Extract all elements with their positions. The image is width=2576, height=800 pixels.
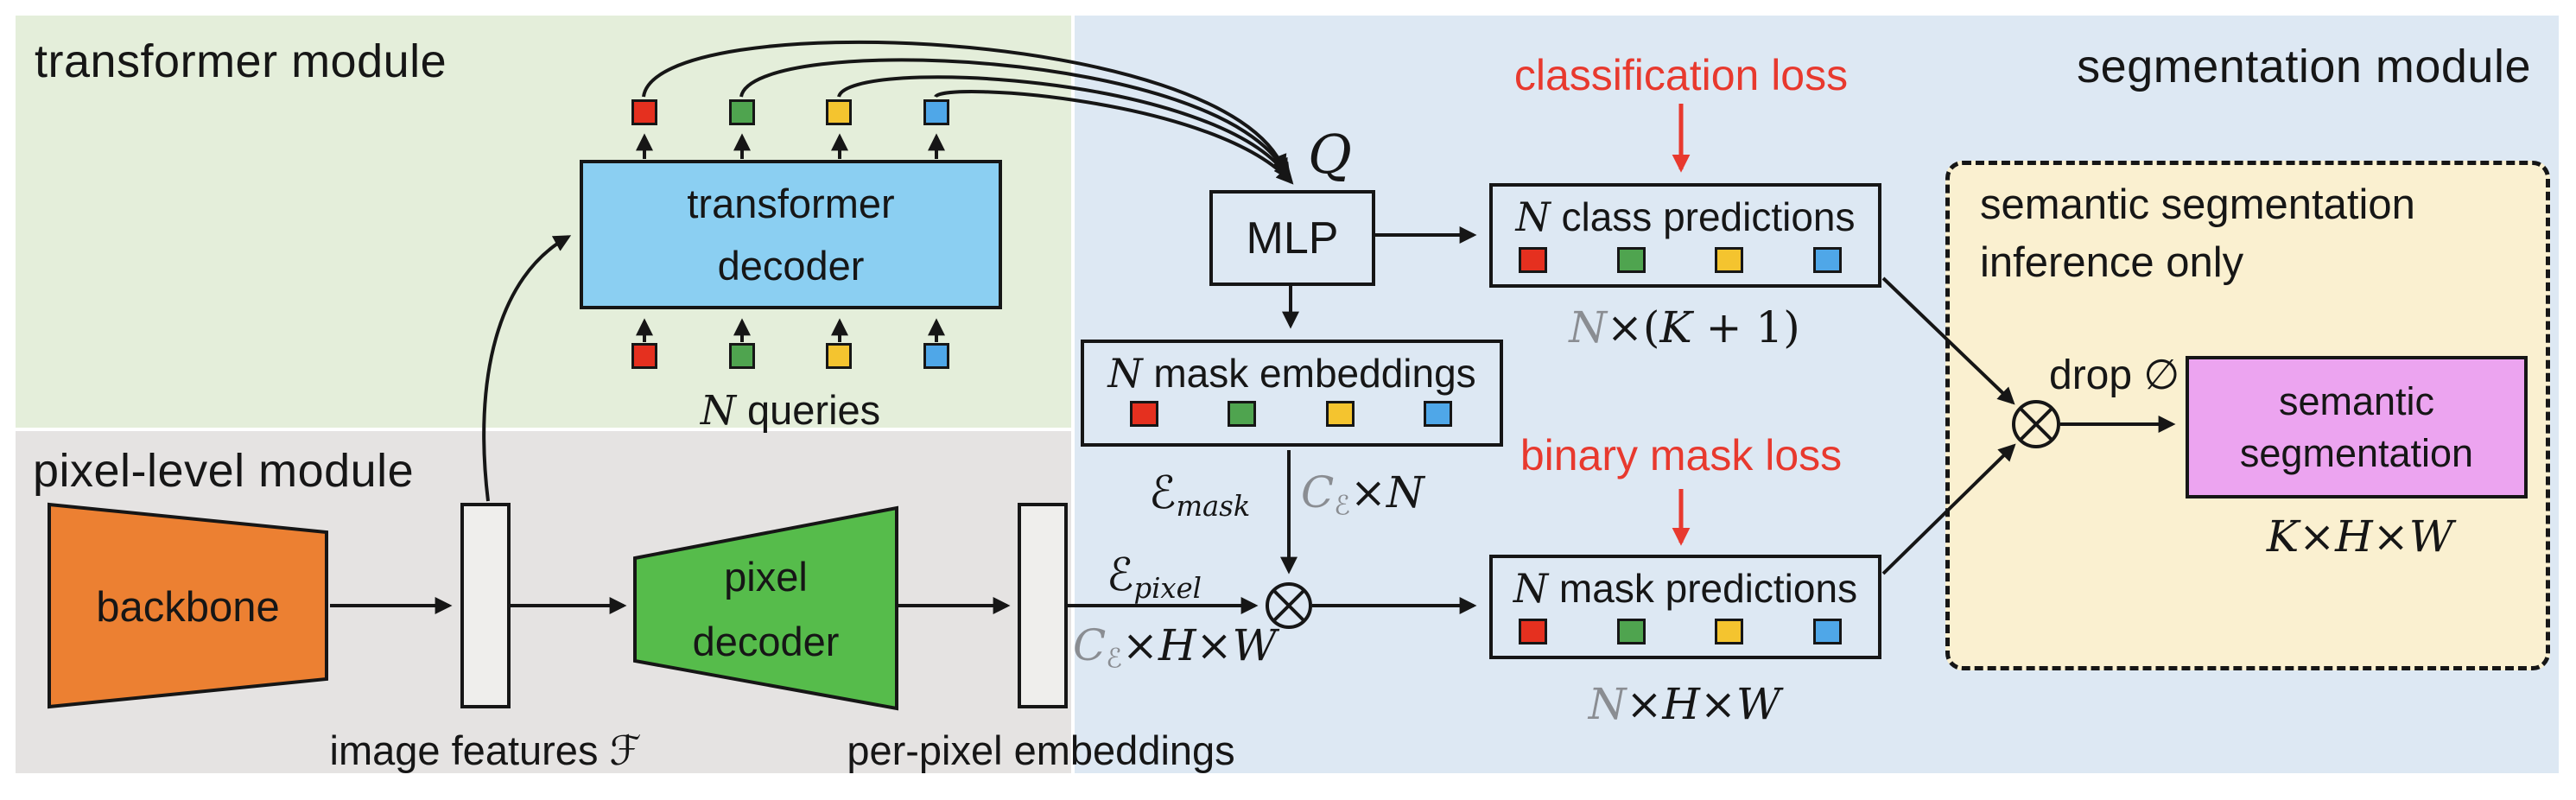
curve-features-to-decoder bbox=[482, 235, 572, 502]
curve-output-4-to-q bbox=[934, 90, 1294, 185]
curve-output-1-to-q bbox=[642, 40, 1287, 173]
pixel-decoder-trapezoid bbox=[633, 505, 898, 711]
per-pixel-embeddings-bar bbox=[1018, 503, 1068, 708]
curve-output-3-to-q bbox=[837, 75, 1291, 181]
multiply-operator-inference bbox=[2012, 400, 2060, 448]
backbone-trapezoid bbox=[48, 502, 328, 709]
image-features-bar bbox=[460, 503, 511, 708]
multiply-operator-mask bbox=[1266, 582, 1312, 629]
curve-output-2-to-q bbox=[739, 58, 1288, 177]
arrow-mask-to-inference-multiply bbox=[1881, 443, 2016, 575]
arrow-class-to-inference-multiply bbox=[1881, 276, 2015, 405]
